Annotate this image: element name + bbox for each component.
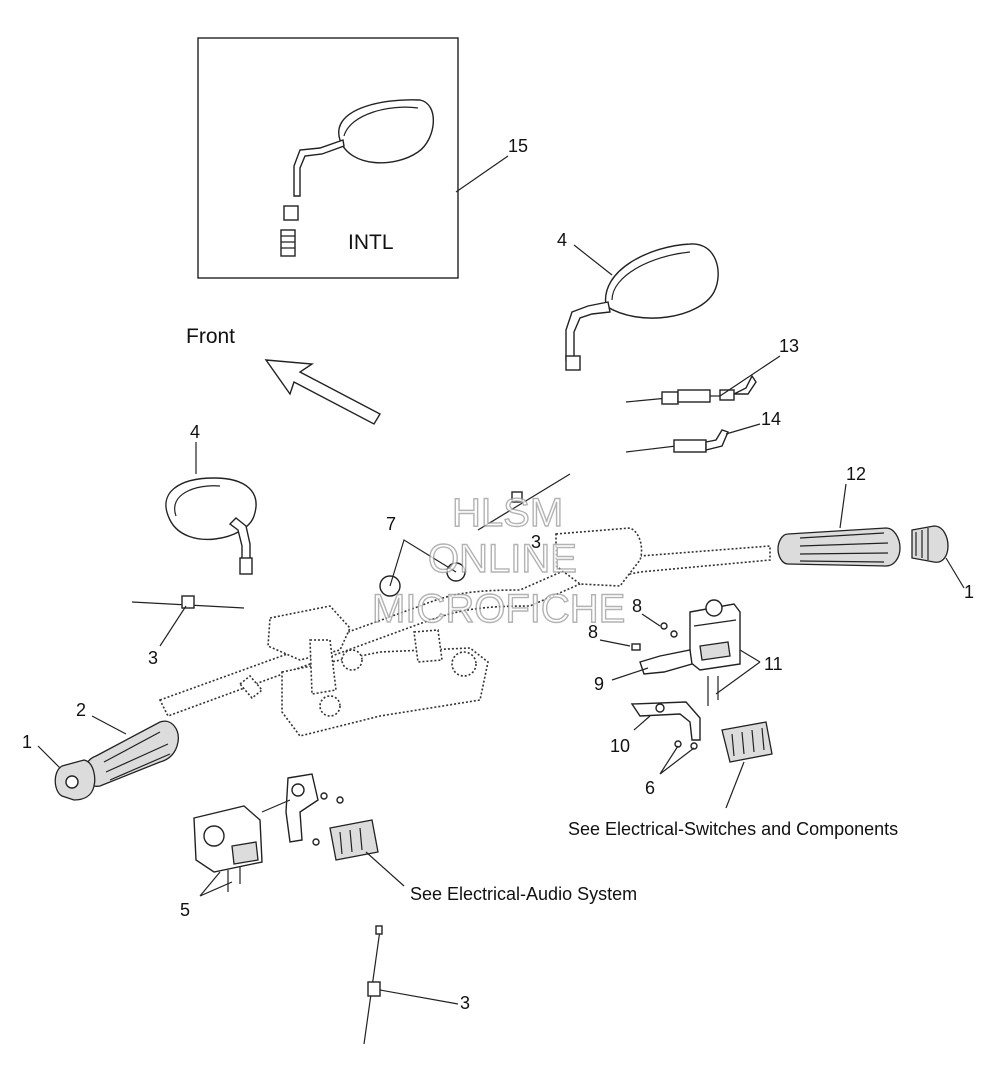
cable-tie-3-bottom: 3 xyxy=(363,925,470,1045)
intl-label: INTL xyxy=(348,231,394,254)
note-audio: See Electrical-Audio System xyxy=(410,884,637,904)
callout-6: 6 xyxy=(645,778,655,798)
clamp-7: 7 xyxy=(379,514,466,597)
callout-4-right: 4 xyxy=(557,230,567,250)
intl-inset: 15 INTL xyxy=(197,37,528,279)
callout-3-left: 3 xyxy=(148,648,158,668)
front-arrow: Front xyxy=(186,325,381,425)
left-mirror: 4 xyxy=(165,422,257,575)
callout-2: 2 xyxy=(76,700,86,720)
callout-1-left: 1 xyxy=(22,732,32,752)
cable-14: 14 xyxy=(625,409,781,453)
note-switches: See Electrical-Switches and Components xyxy=(568,819,898,839)
switches-connector: See Electrical-Switches and Components xyxy=(568,721,898,839)
right-end-cap: 1 xyxy=(911,525,974,602)
right-mirror: 4 xyxy=(557,230,719,371)
handlebar-assembly xyxy=(158,527,771,737)
callout-5: 5 xyxy=(180,900,190,920)
left-switch-housing: 5 xyxy=(180,773,344,920)
front-label: Front xyxy=(186,325,235,348)
callout-14: 14 xyxy=(761,409,781,429)
callout-15: 15 xyxy=(508,136,528,156)
callout-3-bottom: 3 xyxy=(460,993,470,1013)
callout-9: 9 xyxy=(594,674,604,694)
right-switch-housing: 11 8 8 xyxy=(588,596,783,706)
audio-connector: See Electrical-Audio System xyxy=(329,819,637,904)
callout-12: 12 xyxy=(846,464,866,484)
bracket-10: 10 6 xyxy=(610,701,701,798)
cable-tie-3-center: 3 xyxy=(477,473,571,552)
callout-8-lower: 8 xyxy=(588,622,598,642)
watermark: HLSM ONLINE MICROFICHE xyxy=(371,490,626,631)
callout-8-upper: 8 xyxy=(632,596,642,616)
watermark-line2: ONLINE xyxy=(428,537,577,581)
callout-4-left: 4 xyxy=(190,422,200,442)
callout-3-center: 3 xyxy=(531,532,541,552)
callout-13: 13 xyxy=(779,336,799,356)
callout-1-right: 1 xyxy=(964,582,974,602)
intl-mirror-part xyxy=(280,99,435,257)
callout-7: 7 xyxy=(386,514,396,534)
watermark-line1: HLSM xyxy=(452,491,563,535)
bracket-9: 9 xyxy=(594,649,693,694)
left-end-cap: 1 xyxy=(22,732,96,801)
cable-13: 13 xyxy=(625,336,799,405)
callout-11: 11 xyxy=(764,654,783,674)
left-grip-2: 2 xyxy=(76,700,179,787)
cable-tie-3-left: 3 xyxy=(131,595,245,668)
right-grip-12: 12 xyxy=(777,464,901,567)
callout-10: 10 xyxy=(610,736,630,756)
watermark-line3: MICROFICHE xyxy=(372,587,625,631)
